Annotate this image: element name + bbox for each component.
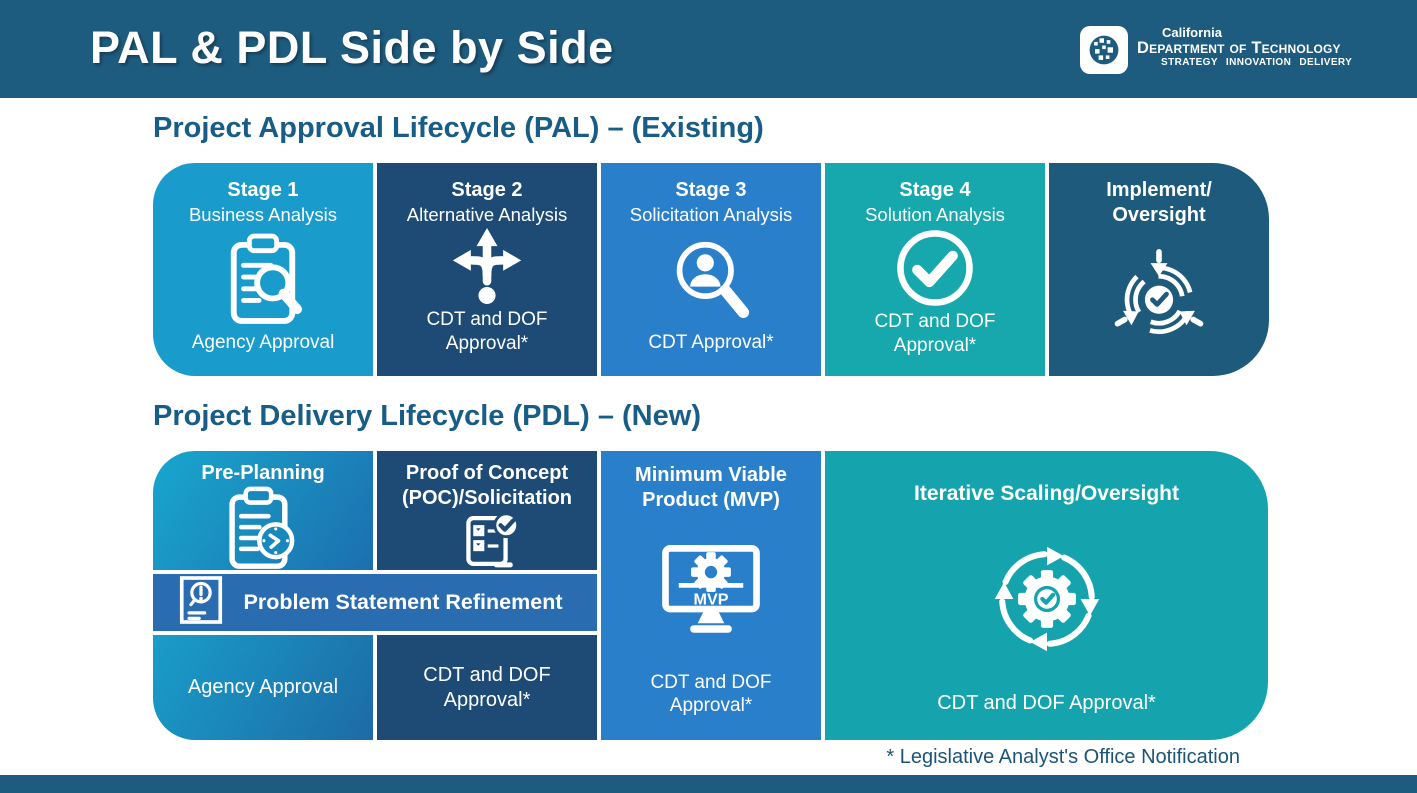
iterative-approval: CDT and DOF Approval* [937,692,1156,714]
problem-statement-label: Problem Statement Refinement [243,590,563,614]
stage-subtitle: Solution Analysis [865,204,1005,225]
poc-title: Proof of Concept (POC)/Solicitation [402,462,572,509]
pdl-mvp-card: Minimum Viable Product (MVP) [601,451,821,740]
pdl-poc-card: Proof of Concept (POC)/Solicitation [377,451,597,570]
logo-tagline: STRATEGY INNOVATION DELIVERY [1161,56,1353,68]
mvp-title: Minimum Viable Product (MVP) [635,464,787,511]
pdl-iterative-card: Iterative Scaling/Oversight [825,451,1268,740]
person-search-icon [671,226,751,331]
pal-implement-card: Implement/ Oversight [1049,163,1269,376]
clipboard-magnifier-icon [224,226,302,331]
stage-approval: CDT and DOF Approval* [426,309,548,354]
stage-title: Oversight [1112,204,1206,226]
stage-subtitle: Business Analysis [188,204,338,225]
pdl-cdt-dof-approval-card: CDT and DOF Approval* [377,635,597,740]
iterative-title: Iterative Scaling/Oversight [914,482,1179,505]
cdt-logo-text: California Department of Technology STRA… [1137,26,1352,68]
pdl-agency-approval-card: Agency Approval [153,635,373,740]
stage-title: Stage 4 [899,179,971,201]
logo-state: California [1162,25,1222,40]
gear-cycle-icon [991,507,1103,691]
header-bar [0,0,1417,98]
stage-title: Stage 3 [675,179,747,201]
stage-approval: Agency Approval [191,332,335,354]
footnote: * Legislative Analyst's Office Notificat… [886,746,1240,768]
stage-subtitle: Alternative Analysis [406,204,568,225]
pal-heading: Project Approval Lifecycle (PAL) – (Exis… [153,112,764,144]
pdl-preplanning-card: Pre-Planning [153,451,373,570]
pdl-heading: Project Delivery Lifecycle (PDL) – (New) [153,400,701,432]
pal-stage-1-card: Stage 1 Business Analysis Agency Approva… [153,163,373,376]
stage-title: Stage 2 [451,179,523,201]
cdt-logo: California Department of Technology STRA… [1080,26,1352,74]
stage-approval: CDT Approval* [648,332,774,354]
footer-bar [0,775,1417,793]
stage-title: Implement/ [1106,179,1212,201]
document-alert-icon [179,575,223,630]
check-circle-icon [893,226,977,310]
slide-title: PAL & PDL Side by Side [90,22,614,73]
pdl-problem-statement-bar: Problem Statement Refinement [153,574,597,631]
stage-title: Stage 1 [227,179,299,201]
mvp-monitor-icon: MVP [656,513,766,671]
preplanning-title: Pre-Planning [201,462,325,484]
mvp-screen-label: MVP [694,590,729,608]
stage-approval: CDT and DOF Approval* [874,311,996,356]
pal-stage-2-card: Stage 2 Alternative Analysis CDT and DOF… [377,163,597,376]
agency-approval-label: Agency Approval [187,676,339,698]
scroll-check-icon [452,511,522,571]
clipboard-clock-icon [223,486,303,570]
pal-stage-4-card: Stage 4 Solution Analysis CDT and DOF Ap… [825,163,1045,376]
cdt-logo-badge [1080,26,1128,74]
cdt-dof-approval-label: CDT and DOF Approval* [423,663,551,711]
pixel-circle-icon [1089,35,1119,65]
branching-arrows-icon [449,226,525,308]
mvp-approval: CDT and DOF Approval* [650,671,772,717]
stage-subtitle: Solicitation Analysis [629,204,793,225]
oversight-target-icon [1112,228,1206,363]
pal-stage-3-card: Stage 3 Solicitation Analysis CDT Approv… [601,163,821,376]
logo-department: Department of Technology [1137,38,1341,57]
